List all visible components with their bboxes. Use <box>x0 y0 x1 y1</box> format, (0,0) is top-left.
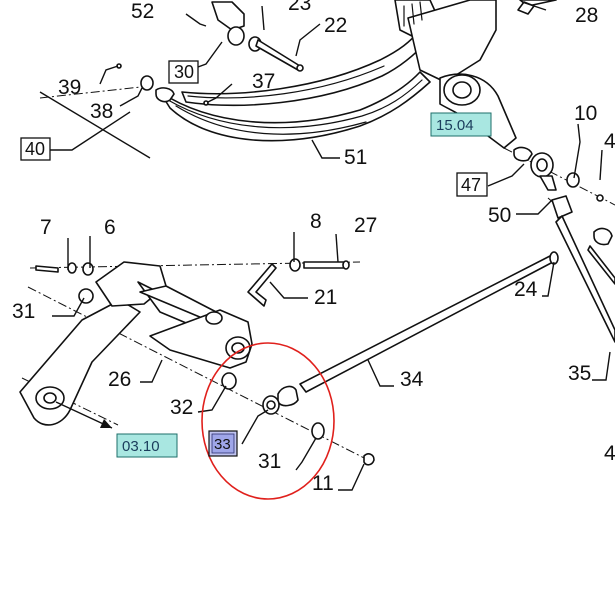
callout-22[interactable]: 22 <box>324 14 347 37</box>
callout-31-left[interactable]: 31 <box>12 300 35 323</box>
callout-52[interactable]: 52 <box>131 0 154 23</box>
boxed-callout-40[interactable]: 40 <box>20 137 51 161</box>
callout-32[interactable]: 32 <box>170 396 193 419</box>
callout-4-top[interactable]: 4 <box>604 130 615 153</box>
callout-23[interactable]: 23 <box>288 0 311 15</box>
callout-50[interactable]: 50 <box>488 204 511 227</box>
callout-26[interactable]: 26 <box>108 368 131 391</box>
callout-24[interactable]: 24 <box>514 278 538 301</box>
reference-link-03-10-text: 03.10 <box>122 438 160 455</box>
callout-7[interactable]: 7 <box>40 216 52 239</box>
reference-link-15-04-text: 15.04 <box>436 117 474 134</box>
callout-38[interactable]: 38 <box>90 100 113 123</box>
callout-27[interactable]: 27 <box>354 214 377 237</box>
boxed-callout-47-text: 47 <box>461 175 481 195</box>
leaf-spring-assembly <box>159 0 517 149</box>
selection-highlight-circle <box>201 342 335 500</box>
callout-labels: 52 23 22 28 39 38 37 51 10 4 50 7 6 8 27… <box>12 0 615 495</box>
boxed-callout-30[interactable]: 30 <box>168 60 199 84</box>
upper-pin-parts <box>247 258 350 307</box>
boxed-callout-40-text: 40 <box>25 139 45 159</box>
selected-part-33-text: 33 <box>214 436 231 453</box>
callout-21[interactable]: 21 <box>314 286 337 309</box>
callout-11[interactable]: 11 <box>312 472 334 495</box>
boxed-callout-30-text: 30 <box>174 62 194 82</box>
callout-10[interactable]: 10 <box>574 102 597 125</box>
callout-37[interactable]: 37 <box>252 70 275 93</box>
top-right-small-parts <box>513 0 615 343</box>
reference-link-03-10[interactable]: 03.10 <box>116 433 178 458</box>
callout-4-bottom[interactable]: 4 <box>604 442 615 465</box>
boxed-callout-47[interactable]: 47 <box>456 172 488 197</box>
callout-35[interactable]: 35 <box>568 362 591 385</box>
callout-28[interactable]: 28 <box>575 4 598 27</box>
callout-8[interactable]: 8 <box>310 210 322 233</box>
reference-link-15-04[interactable]: 15.04 <box>430 112 492 137</box>
leader-lines <box>39 1 611 491</box>
lever-shaft-assembly <box>19 261 253 426</box>
callout-31-bottom[interactable]: 31 <box>258 450 281 473</box>
reference-links: 15.04 03.10 <box>116 112 492 458</box>
callout-6[interactable]: 6 <box>104 216 116 239</box>
callout-34[interactable]: 34 <box>400 368 424 391</box>
boxed-labels: 30 40 47 <box>20 60 488 197</box>
top-left-small-parts <box>116 1 304 106</box>
callout-51[interactable]: 51 <box>344 146 367 169</box>
rod-assembly <box>221 251 559 466</box>
callout-39[interactable]: 39 <box>58 76 81 99</box>
selected-part-33[interactable]: 33 <box>208 430 238 457</box>
